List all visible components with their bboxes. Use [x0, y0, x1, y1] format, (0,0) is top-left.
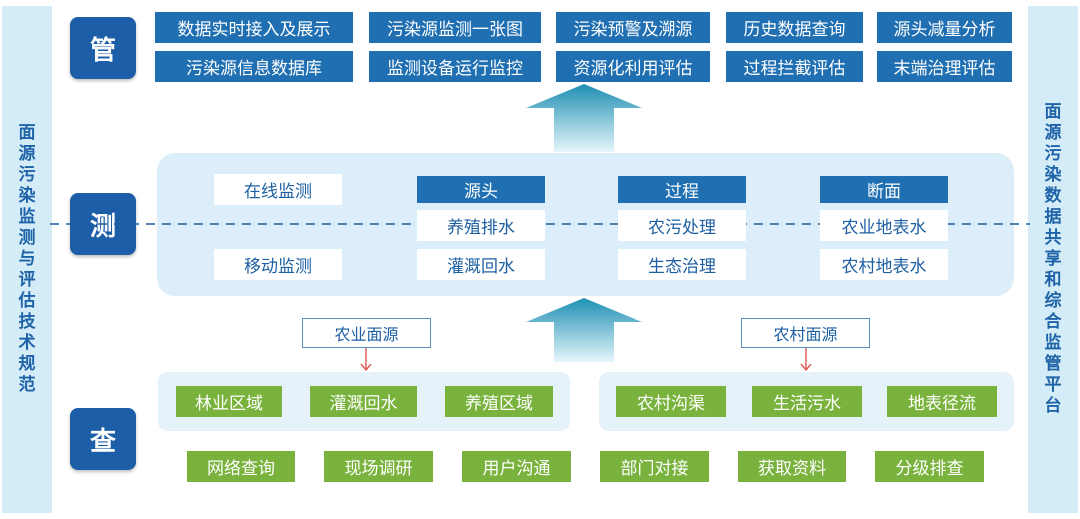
left-sidebar-label: 面源污染监测与评估技术规范: [18, 123, 36, 395]
agri-item: 养殖区域: [445, 386, 553, 417]
guan-item: 历史数据查询: [726, 12, 863, 43]
guan-item: 源头减量分析: [877, 12, 1012, 43]
column-item: 生态治理: [618, 249, 746, 280]
column-item: 养殖排水: [417, 210, 545, 241]
method-item: 用户沟通: [462, 451, 571, 482]
column-item: 农污处理: [618, 210, 746, 241]
guan-item: 污染源监测一张图: [369, 12, 541, 43]
guan-item: 末端治理评估: [877, 51, 1012, 82]
column-header-section: 断面: [820, 176, 948, 203]
method-item: 部门对接: [600, 451, 709, 482]
down-arrow-icon: [800, 348, 812, 372]
rural-item: 生活污水: [752, 386, 862, 417]
guan-item: 数据实时接入及展示: [155, 12, 353, 43]
guan-item: 过程拦截评估: [726, 51, 863, 82]
method-item: 现场调研: [324, 451, 433, 482]
method-item: 分级排查: [875, 451, 984, 482]
badge-ce: 测: [70, 193, 136, 255]
rural-source-label: 农村面源: [741, 318, 870, 348]
agri-item: 林业区域: [176, 386, 282, 417]
guan-item: 资源化利用评估: [556, 51, 710, 82]
agri-item: 灌溉回水: [310, 386, 417, 417]
guan-item: 污染源信息数据库: [155, 51, 353, 82]
up-arrow-icon: [526, 84, 642, 152]
down-arrow-icon: [360, 348, 372, 372]
column-item: 农村地表水: [820, 249, 948, 280]
column-header-source: 源头: [417, 176, 545, 203]
column-header-process: 过程: [618, 176, 746, 203]
badge-guan: 管: [70, 17, 136, 79]
column-item: 农业地表水: [820, 210, 948, 241]
agri-source-label: 农业面源: [302, 318, 431, 348]
up-arrow-icon: [526, 298, 642, 362]
guan-item: 监测设备运行监控: [369, 51, 541, 82]
rural-item: 农村沟渠: [616, 386, 726, 417]
method-item: 获取资料: [738, 451, 846, 482]
badge-cha: 查: [70, 408, 136, 470]
left-sidebar: 面源污染监测与评估技术规范: [2, 6, 52, 513]
right-sidebar-label: 面源污染数据共享和综合监管平台: [1044, 102, 1062, 416]
online-monitoring: 在线监测: [214, 174, 342, 205]
column-item: 灌溉回水: [417, 249, 545, 280]
method-item: 网络查询: [187, 451, 295, 482]
mobile-monitoring: 移动监测: [214, 249, 342, 280]
rural-item: 地表径流: [887, 386, 997, 417]
guan-item: 污染预警及溯源: [556, 12, 710, 43]
right-sidebar: 面源污染数据共享和综合监管平台: [1028, 6, 1078, 513]
